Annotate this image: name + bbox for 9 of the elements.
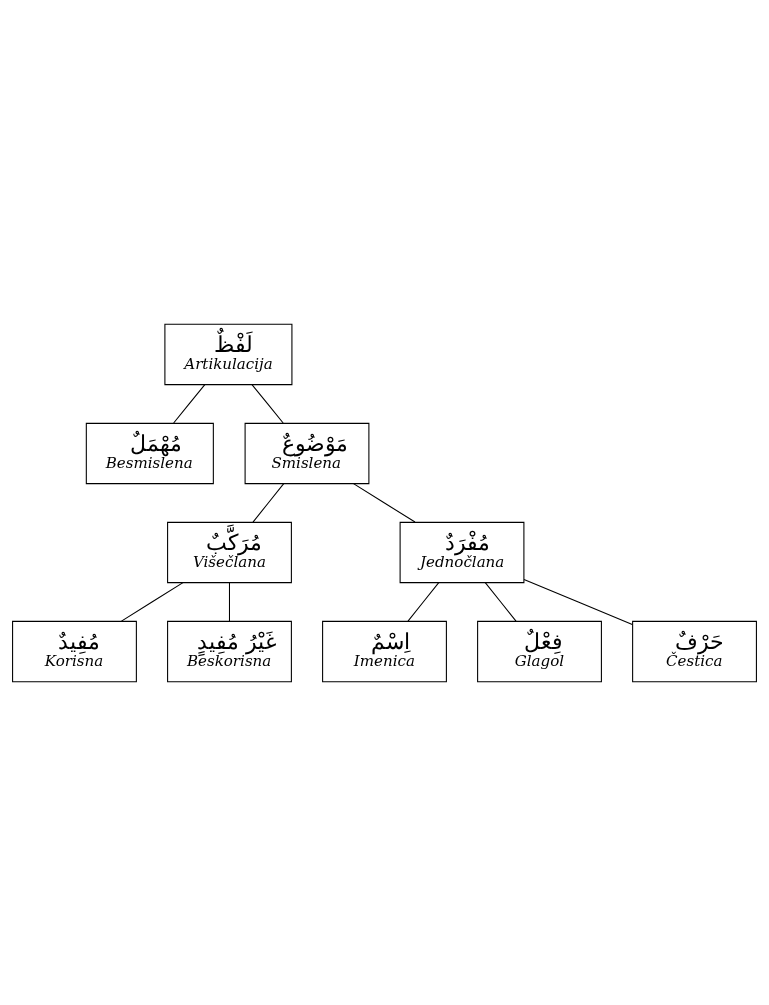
connector	[352, 482, 416, 523]
connector	[407, 581, 440, 622]
connector	[120, 581, 184, 622]
connector	[228, 581, 231, 622]
connector	[251, 383, 284, 424]
connector	[173, 383, 206, 424]
connector	[523, 578, 633, 625]
connector	[252, 482, 285, 523]
connector	[484, 581, 517, 622]
